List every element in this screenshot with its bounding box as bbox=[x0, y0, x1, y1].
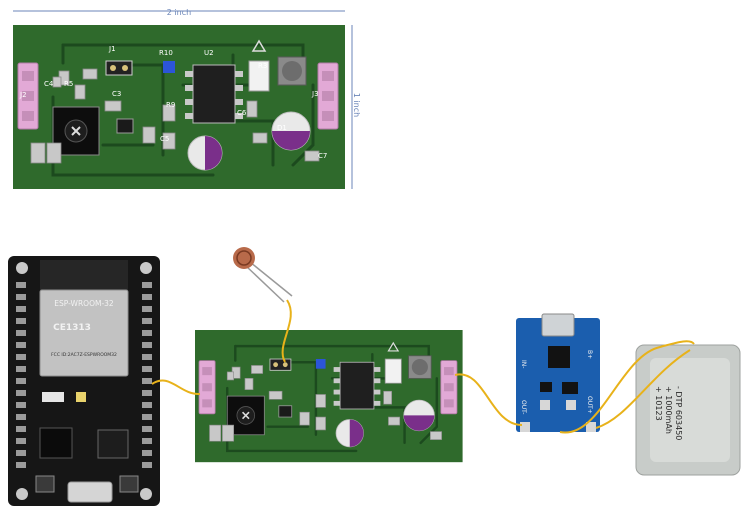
ldr-sensor bbox=[233, 247, 293, 303]
wire-ldr-to-pcb bbox=[281, 299, 292, 363]
wire-charger-to-battery-plus bbox=[559, 340, 695, 434]
label-c3: C3 bbox=[112, 90, 121, 98]
label-j2: J2 bbox=[19, 91, 27, 99]
label-c5: C5 bbox=[160, 135, 169, 143]
charger-pin-out-plus: OUT+ bbox=[586, 396, 593, 414]
label-j3: J3 bbox=[311, 90, 319, 98]
charger-pin-out-minus: OUT- bbox=[520, 400, 527, 414]
dimension-lines bbox=[13, 10, 353, 189]
wire-esp32-to-pcb bbox=[151, 379, 201, 396]
dimension-width-label: 2 inch bbox=[167, 8, 191, 17]
wires bbox=[151, 299, 695, 434]
esp32-board bbox=[8, 256, 160, 506]
label-d1: D1 bbox=[277, 124, 287, 132]
pcb-board-bottom bbox=[193, 328, 464, 464]
esp32-ce-mark: CE1313 bbox=[53, 323, 91, 333]
label-r3: R3 bbox=[258, 62, 267, 70]
charger-module bbox=[516, 313, 600, 432]
esp32-fcc-line: FCC ID:2AC7Z-ESPWROOM32 bbox=[51, 352, 117, 358]
label-c4: C4 bbox=[44, 80, 54, 88]
label-c6: C6 bbox=[237, 109, 247, 117]
battery-text-line1: - DTP 603450 bbox=[674, 386, 683, 440]
battery-text-line3: + 10123 bbox=[654, 386, 663, 421]
pcb-silkscreen-labels: J1 R10 U2 C4 R5 C3 R9 C6 J3 C7 C5 R3 J2 … bbox=[19, 45, 327, 160]
label-u2: U2 bbox=[204, 49, 214, 57]
wire-pcb-to-charger bbox=[454, 373, 523, 426]
charger-pin-b-plus: B+ bbox=[586, 350, 593, 359]
pcb-layout-top bbox=[11, 23, 347, 191]
label-c7: C7 bbox=[318, 152, 327, 160]
dimension-height-label: 1 inch bbox=[352, 93, 361, 117]
lipo-battery bbox=[635, 344, 741, 476]
label-j1: J1 bbox=[108, 45, 116, 53]
wire-charger-to-battery-minus bbox=[595, 349, 691, 429]
battery-text-line2: + 1000mAh bbox=[664, 386, 673, 434]
esp32-module-name: ESP-WROOM-32 bbox=[54, 299, 114, 308]
charger-pin-in-minus: IN- bbox=[520, 360, 527, 368]
label-r10: R10 bbox=[159, 49, 173, 57]
label-r5: R5 bbox=[64, 80, 73, 88]
label-r9: R9 bbox=[166, 101, 175, 109]
